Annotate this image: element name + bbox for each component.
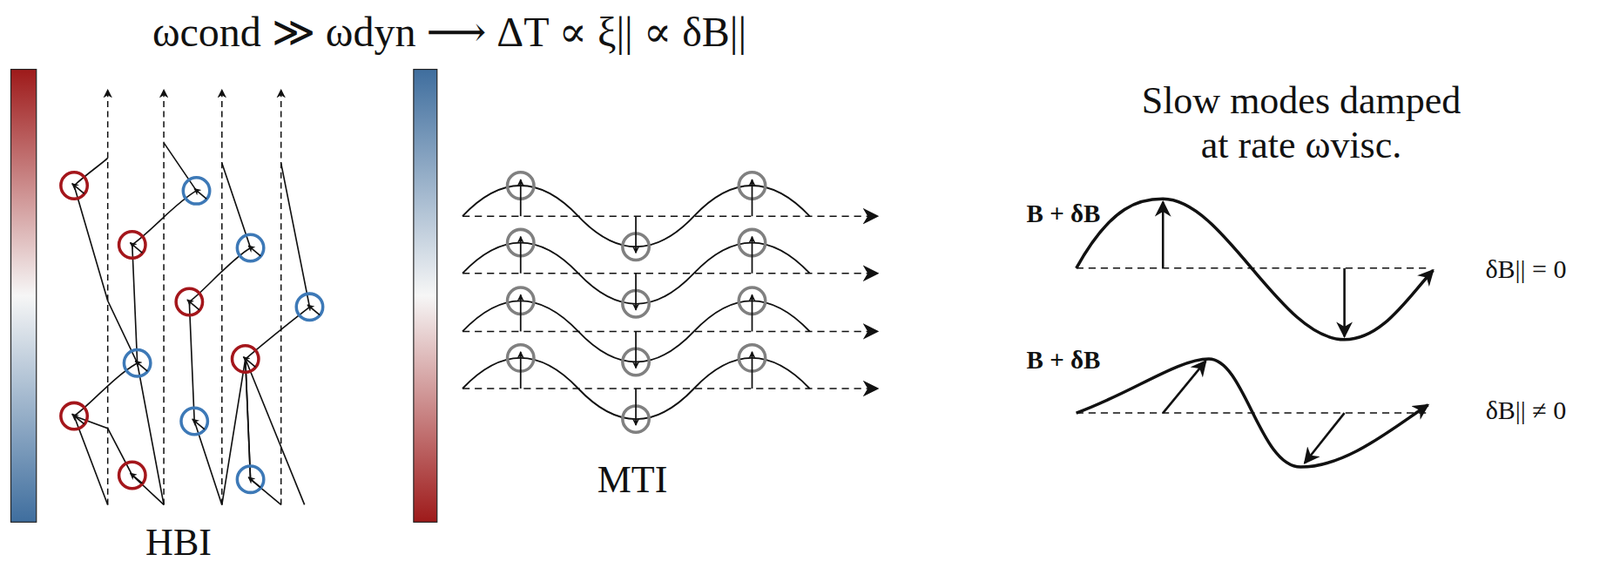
field-label: B + δB — [1026, 345, 1101, 375]
panel-label: MTI — [597, 458, 669, 503]
condition-label: δB|| ≠ 0 — [1485, 395, 1567, 426]
panel-note: Slow modes damped at rate ωvisc. — [1131, 79, 1472, 168]
field-label: B + δB — [1026, 199, 1101, 229]
condition-label: δB|| = 0 — [1485, 254, 1567, 285]
heading-formula: ωcond ≫ ωdyn ⟶ ΔT ∝ ξ|| ∝ δB|| — [152, 7, 747, 56]
panel-label: HBI — [145, 519, 212, 565]
